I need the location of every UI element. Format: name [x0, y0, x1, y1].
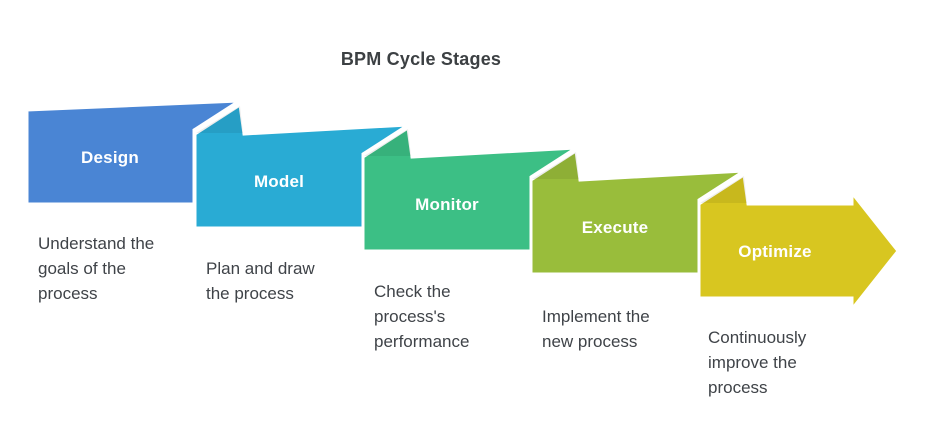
desc-line: process: [38, 284, 98, 303]
desc-line: Implement the: [542, 307, 650, 326]
desc-line: Continuously: [708, 328, 807, 347]
desc-line: Plan and draw: [206, 259, 315, 278]
stage-desc-monitor: Check the process's performance: [374, 279, 469, 354]
stage-fold-shade-execute: [532, 152, 579, 179]
desc-line: new process: [542, 332, 638, 351]
stage-shape-optimize: [697, 172, 900, 314]
stage-fold-shade-optimize: [700, 176, 747, 203]
desc-line: performance: [374, 332, 470, 351]
stage-shape-model: [193, 102, 414, 230]
stage-label-monitor: Monitor: [415, 195, 479, 214]
stage-label-design: Design: [81, 148, 139, 167]
stage-fold-shade-model: [196, 106, 243, 133]
desc-line: process: [708, 378, 768, 397]
desc-line: Check the: [374, 282, 451, 301]
stage-desc-model: Plan and draw the process: [206, 256, 315, 306]
desc-line: improve the: [708, 353, 797, 372]
stage-desc-execute: Implement the new process: [542, 304, 650, 354]
stage-label-execute: Execute: [582, 218, 649, 237]
stage-desc-design: Understand the goals of the process: [38, 231, 154, 306]
page-title: BPM Cycle Stages: [340, 49, 502, 69]
desc-line: Understand the: [38, 234, 155, 253]
stage-fold-shade-monitor: [364, 129, 411, 156]
desc-line: the process: [206, 284, 294, 303]
stage-label-model: Model: [254, 172, 304, 191]
stage-desc-optimize: Continuously improve the process: [708, 325, 806, 400]
stage-label-optimize: Optimize: [738, 242, 811, 261]
desc-line: goals of the: [38, 259, 126, 278]
desc-line: process's: [374, 307, 446, 326]
stage-shape-monitor: [361, 125, 582, 253]
stage-shape-execute: [529, 148, 750, 276]
